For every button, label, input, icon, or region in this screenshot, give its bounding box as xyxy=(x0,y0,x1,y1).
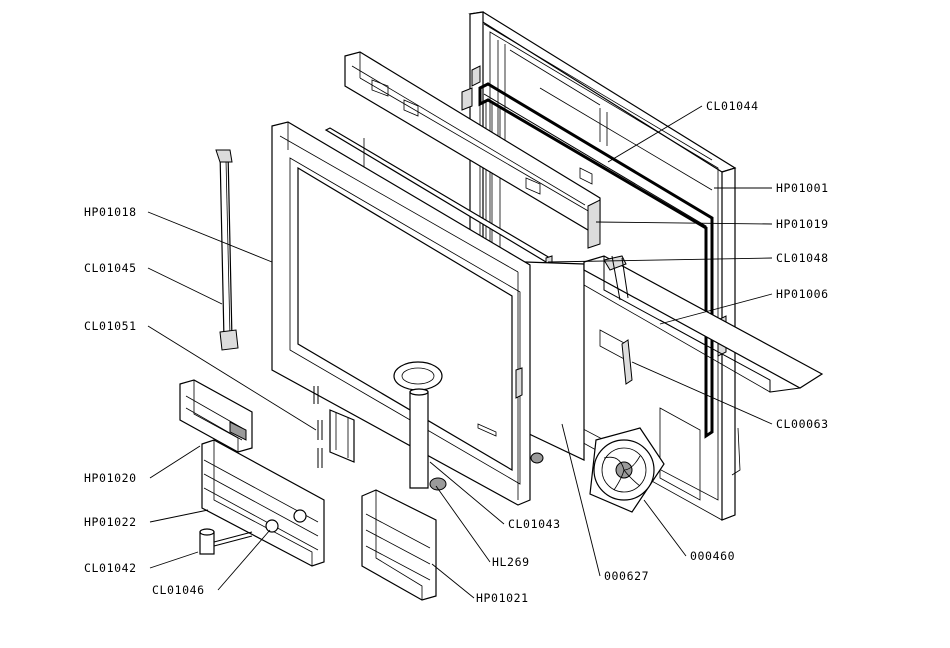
leader-000460 xyxy=(644,500,686,556)
part-000627-back-plate xyxy=(525,262,584,460)
label-hp01021: HP01021 xyxy=(476,591,529,605)
leader-hp01022 xyxy=(150,510,208,522)
label-cl01045: CL01045 xyxy=(84,261,137,275)
leader-hl269 xyxy=(436,486,490,562)
leader-cl01048 xyxy=(548,258,772,262)
part-000460-fan xyxy=(590,428,664,512)
leader-cl01045 xyxy=(148,268,222,304)
label-cl01046: CL01046 xyxy=(152,583,205,597)
leader-hp01021 xyxy=(432,564,474,598)
leader-cl01042 xyxy=(150,552,198,568)
leader-hp01020 xyxy=(150,446,200,478)
part-hp01018-door-frame xyxy=(272,122,530,505)
part-hp01018-support xyxy=(216,150,238,350)
label-cl01043: CL01043 xyxy=(508,517,561,531)
leader-hp01019 xyxy=(596,222,772,224)
label-cl00063: CL00063 xyxy=(776,417,829,431)
leader-cl00063 xyxy=(632,362,772,424)
label-cl01048: CL01048 xyxy=(776,251,829,265)
label-000627: 000627 xyxy=(604,569,649,583)
leader-hp01018 xyxy=(148,212,272,262)
label-hp01018: HP01018 xyxy=(84,205,137,219)
label-hp01019: HP01019 xyxy=(776,217,829,231)
label-hp01020: HP01020 xyxy=(84,471,137,485)
part-cl01042-pin xyxy=(200,529,252,554)
part-hp01022-grille xyxy=(202,440,324,566)
label-hp01006: HP01006 xyxy=(776,287,829,301)
label-hp01022: HP01022 xyxy=(84,515,137,529)
label-hl269: HL269 xyxy=(492,555,530,569)
label-cl01044: CL01044 xyxy=(706,99,759,113)
label-000460: 000460 xyxy=(690,549,735,563)
leader-cl01044 xyxy=(608,106,702,162)
part-hp01021-grille xyxy=(362,490,436,600)
label-cl01042: CL01042 xyxy=(84,561,137,575)
label-hp01001: HP01001 xyxy=(776,181,829,195)
label-cl01051: CL01051 xyxy=(84,319,137,333)
